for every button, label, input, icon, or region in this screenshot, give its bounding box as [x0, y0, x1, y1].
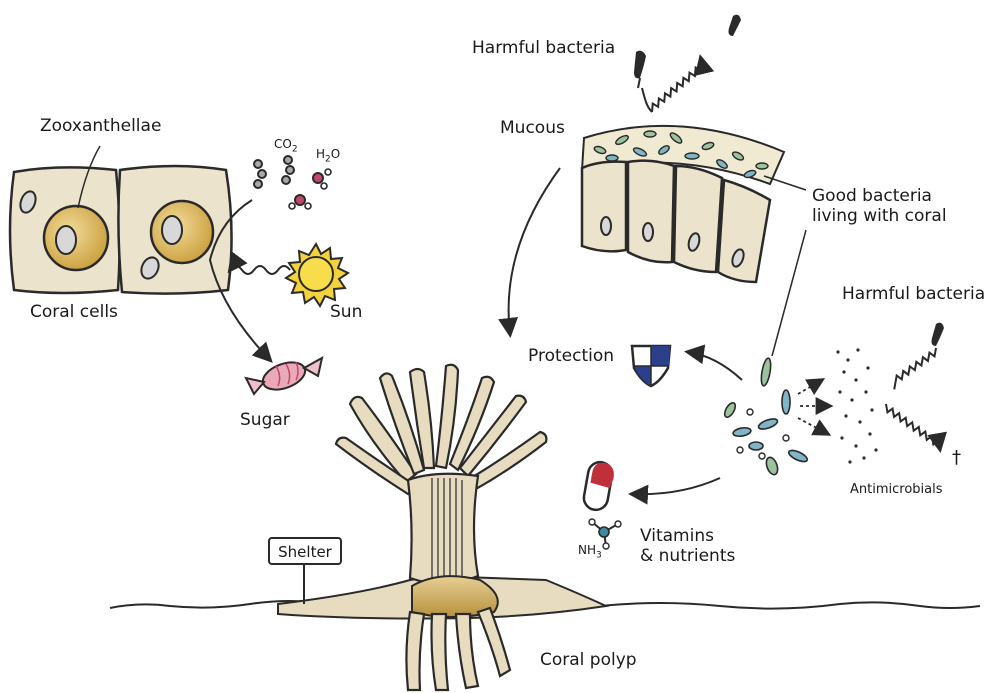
label-nh3: NH3	[578, 540, 602, 565]
bacteria-icon	[634, 15, 741, 88]
good-bacteria-line2: living with coral	[812, 206, 972, 226]
label-protection: Protection	[528, 346, 614, 366]
shelter-sign: Shelter	[268, 537, 342, 565]
co2-text: CO	[274, 137, 292, 151]
bacteria-icon	[932, 323, 945, 346]
nh3-subscript: 3	[596, 550, 602, 560]
label-mucous: Mucous	[500, 118, 565, 138]
label-vitamins-nutrients: Vitamins & nutrients	[640, 526, 780, 566]
h2o-text-h: H	[316, 147, 325, 161]
coral-polyp	[278, 365, 606, 690]
label-harmful-bacteria-top: Harmful bacteria	[472, 38, 615, 58]
label-zooxanthellae: Zooxanthellae	[40, 116, 161, 136]
label-sugar: Sugar	[240, 410, 290, 430]
antimicrobial-dots	[836, 348, 877, 463]
label-harmful-bacteria-right: Harmful bacteria	[842, 284, 985, 304]
shield-icon	[632, 346, 670, 386]
vitamins-line2: & nutrients	[640, 546, 780, 566]
label-sun: Sun	[330, 302, 362, 322]
label-coral-polyp: Coral polyp	[540, 650, 637, 670]
sun-icon	[286, 244, 348, 306]
label-co2: CO2	[274, 134, 298, 159]
vitamins-line1: Vitamins	[640, 526, 780, 546]
pill-icon	[582, 460, 616, 511]
coral-cells-group	[10, 146, 232, 294]
nucleus	[162, 216, 182, 244]
candy-icon	[246, 357, 322, 395]
label-good-bacteria: Good bacteria living with coral	[812, 186, 972, 226]
co2-subscript: 2	[292, 144, 298, 154]
label-coral-cells: Coral cells	[30, 302, 118, 322]
nucleus	[56, 226, 76, 254]
h2o-text-o: O	[331, 147, 340, 161]
good-bacteria-line1: Good bacteria	[812, 186, 972, 206]
label-antimicrobials: Antimicrobials	[850, 480, 943, 500]
label-h2o: H2O	[316, 144, 340, 169]
nh3-text: NH	[578, 543, 596, 557]
dagger-icon: †	[952, 448, 961, 468]
